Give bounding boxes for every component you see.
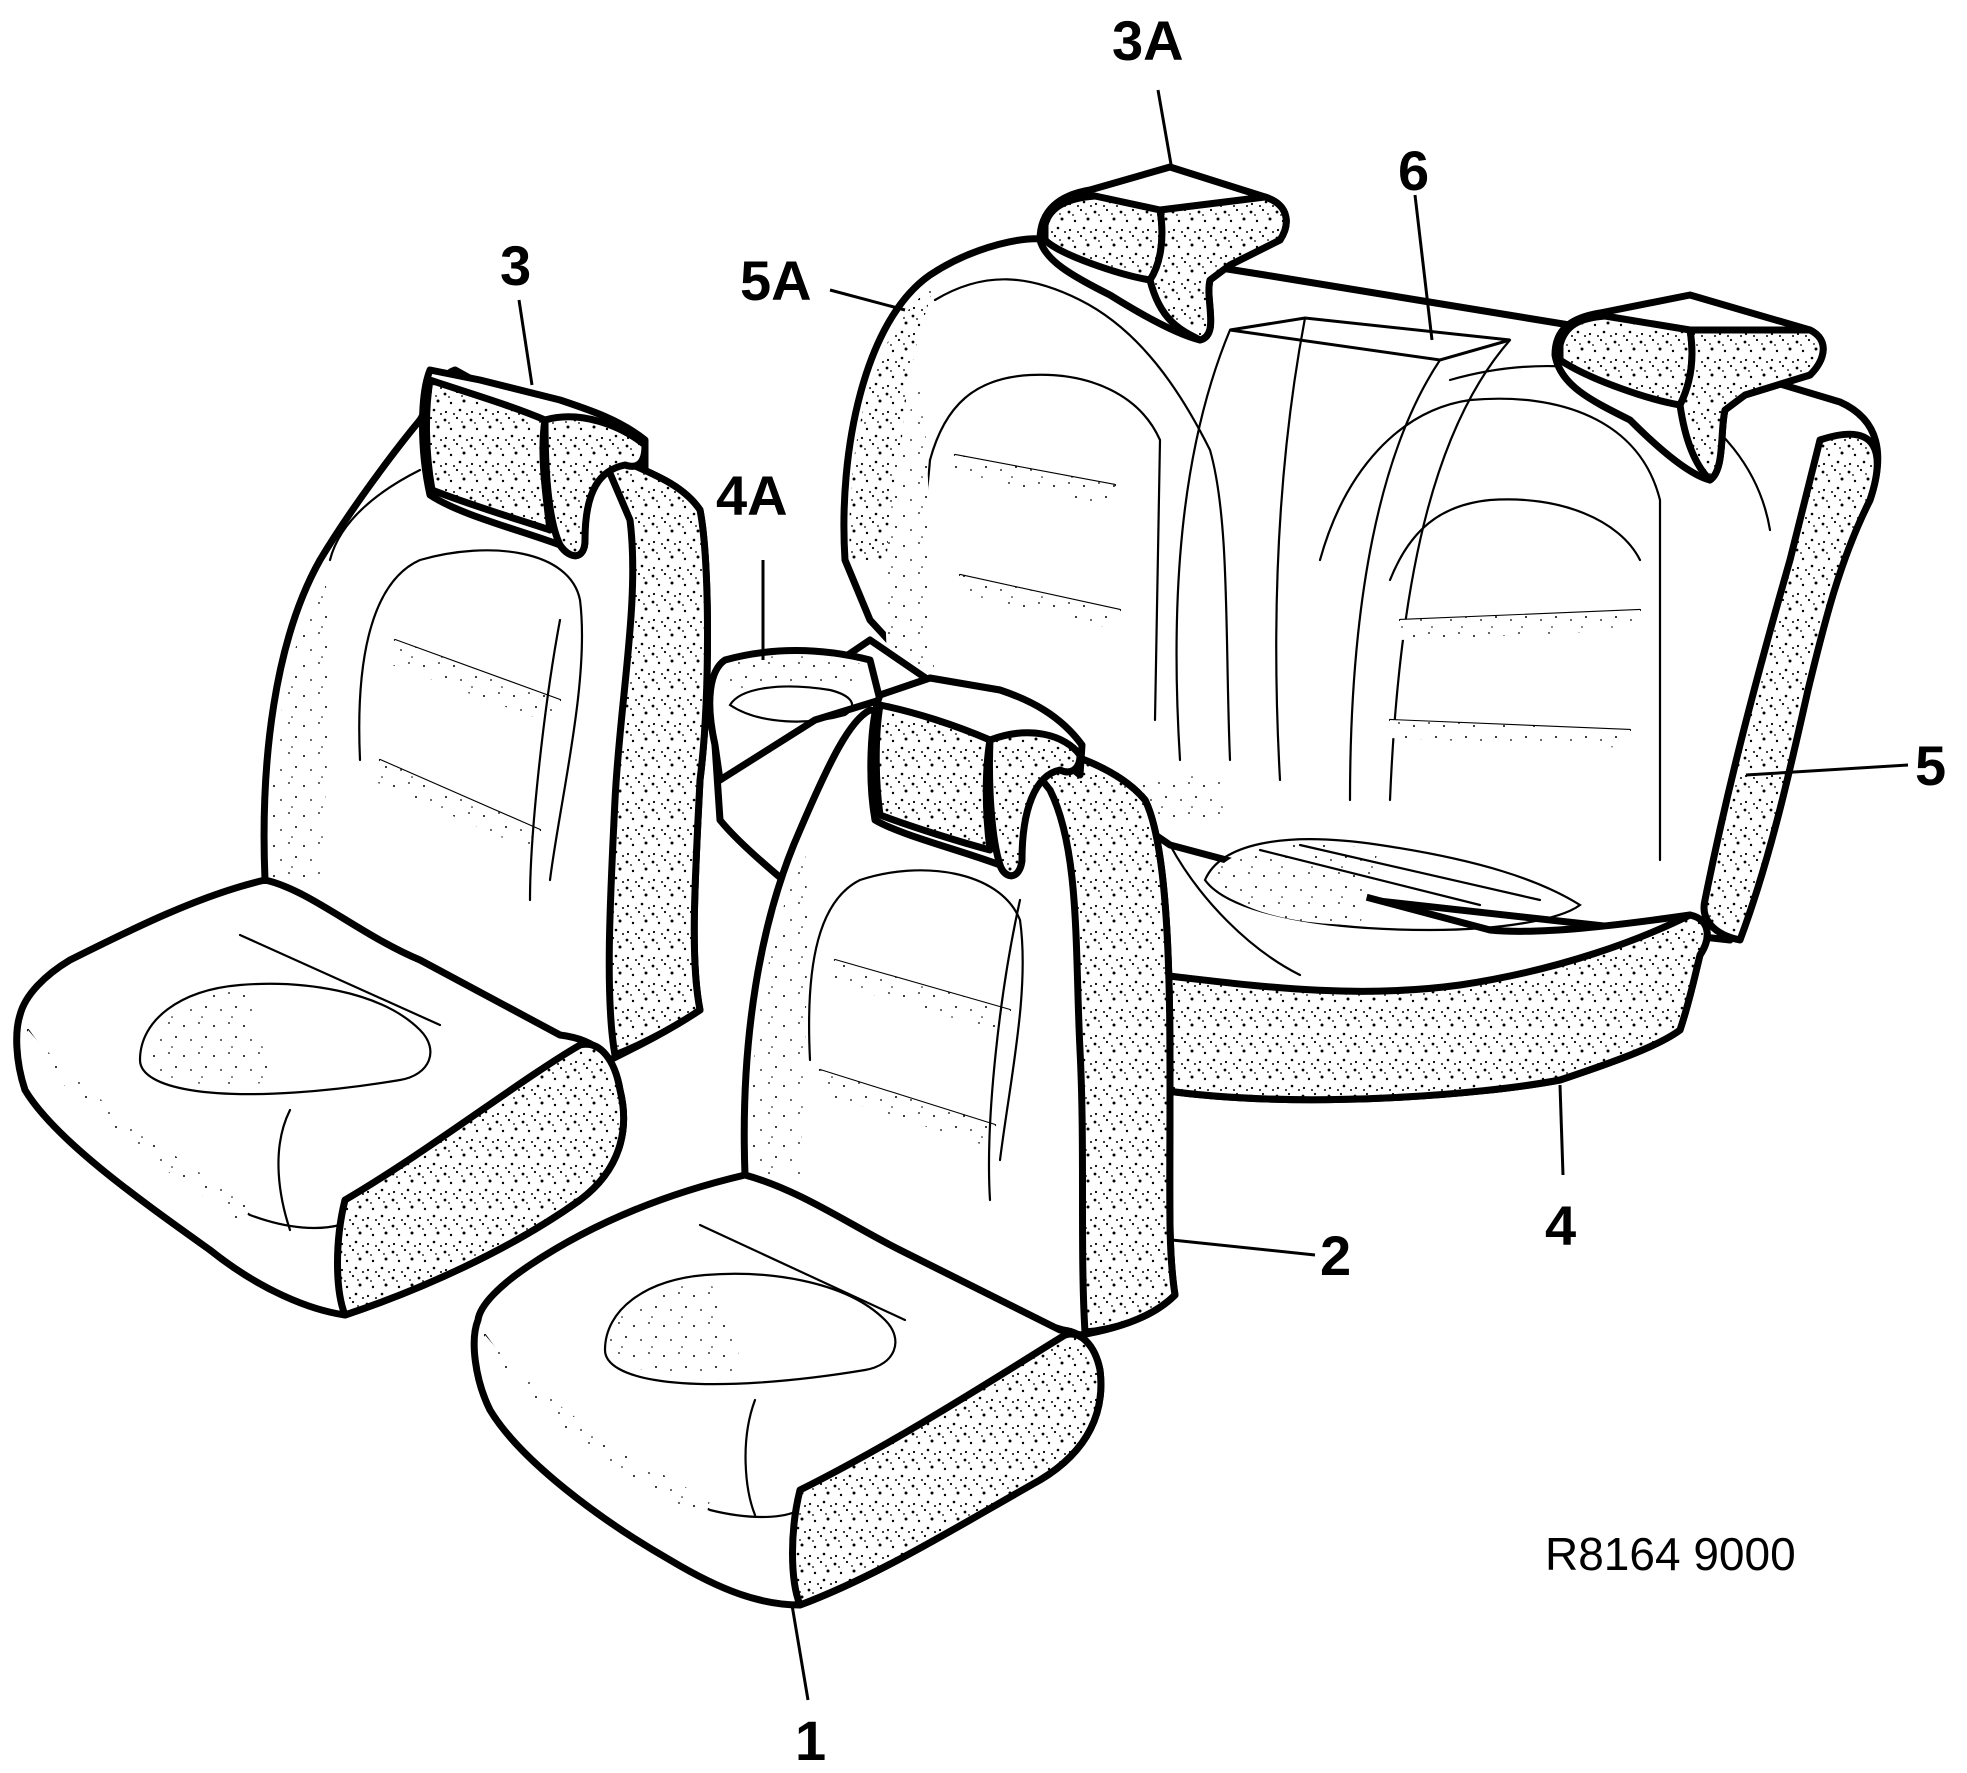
front-left-back-center [358, 549, 584, 882]
leader-2 [1171, 1238, 1316, 1257]
callout-4a: 4A [716, 464, 788, 527]
rear-cushion-front [1156, 911, 1711, 1104]
front-right-back-center [807, 869, 1024, 1162]
callout-6: 6 [1398, 139, 1429, 202]
rear-right-back-panel [1318, 397, 1662, 862]
leader-6 [1413, 194, 1434, 341]
rear-right-headrest [1551, 291, 1827, 484]
front-left-back-side [596, 446, 711, 1059]
leader-4 [1558, 1084, 1565, 1176]
callout-5a: 5A [740, 249, 812, 312]
rear-center-section [1175, 316, 1442, 802]
rear-left-headrest [1036, 163, 1290, 344]
front-left-cushion-front [334, 1040, 628, 1319]
front-left-seat [13, 366, 711, 1319]
callout-2: 2 [1320, 1224, 1351, 1287]
callout-3a: 3A [1112, 9, 1184, 72]
leader-5 [1745, 763, 1909, 777]
leader-3a [1156, 89, 1174, 171]
rear-left-back-panel [933, 278, 1232, 762]
front-right-seat-panel [603, 1272, 897, 1386]
leader-1 [790, 1604, 810, 1701]
front-right-seat [470, 706, 1179, 1609]
leader-5a [829, 288, 906, 312]
front-left-seat-panel [138, 982, 432, 1096]
rear-right-seat-panel [1203, 838, 1582, 932]
rear-backrest-left-bolster [849, 285, 935, 560]
front-right-cushion-front [789, 1330, 1105, 1609]
rear-backrest-right-side [1700, 430, 1881, 944]
callout-4: 4 [1545, 1194, 1576, 1257]
callouts: 1 2 3 3A 4 4A 5 5A 6 [500, 9, 1946, 1772]
reference-code: R8164 9000 [1545, 1528, 1796, 1580]
leader-lines [517, 89, 1909, 1701]
front-left-headrest [419, 366, 649, 560]
callout-5: 5 [1915, 734, 1946, 797]
front-right-headrest [867, 674, 1086, 880]
leader-3 [517, 299, 534, 386]
front-right-back-side [1006, 736, 1179, 1336]
callout-1: 1 [795, 1709, 826, 1772]
callout-3: 3 [500, 234, 531, 297]
